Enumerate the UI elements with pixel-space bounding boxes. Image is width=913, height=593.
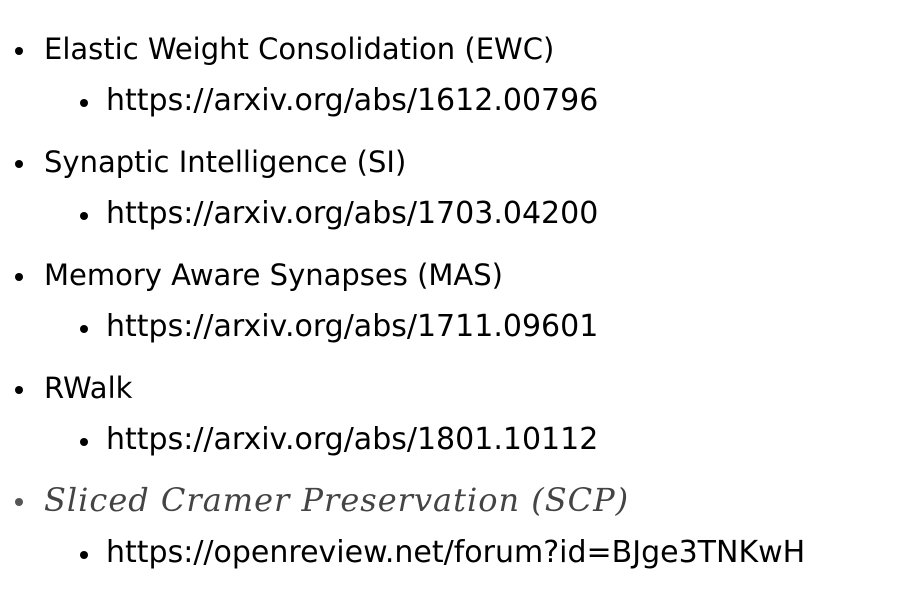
- link-rwalk[interactable]: https://arxiv.org/abs/1801.10112: [106, 422, 599, 457]
- link-si[interactable]: https://arxiv.org/abs/1703.04200: [106, 196, 599, 231]
- bullet-icon: [80, 99, 88, 107]
- link-mas[interactable]: https://arxiv.org/abs/1711.09601: [106, 309, 599, 344]
- bullet-icon: [80, 212, 88, 220]
- bullet-icon: [80, 551, 88, 559]
- bullet-icon: [15, 160, 23, 168]
- method-name-mas: Memory Aware Synapses (MAS): [44, 258, 503, 292]
- method-name-scp: Sliced Cramer Preservation (SCP): [44, 481, 630, 519]
- bullet-icon: [80, 438, 88, 446]
- bullet-icon: [15, 386, 23, 394]
- link-ewc[interactable]: https://arxiv.org/abs/1612.00796: [106, 83, 599, 118]
- bullet-icon: [15, 47, 23, 55]
- bullet-icon: [15, 498, 23, 506]
- method-name-ewc: Elastic Weight Consolidation (EWC): [44, 32, 555, 66]
- method-name-si: Synaptic Intelligence (SI): [44, 145, 407, 179]
- link-scp[interactable]: https://openreview.net/forum?id=BJge3TNK…: [106, 535, 806, 570]
- method-name-rwalk: RWalk: [44, 371, 133, 405]
- bullet-icon: [15, 273, 23, 281]
- bullet-icon: [80, 325, 88, 333]
